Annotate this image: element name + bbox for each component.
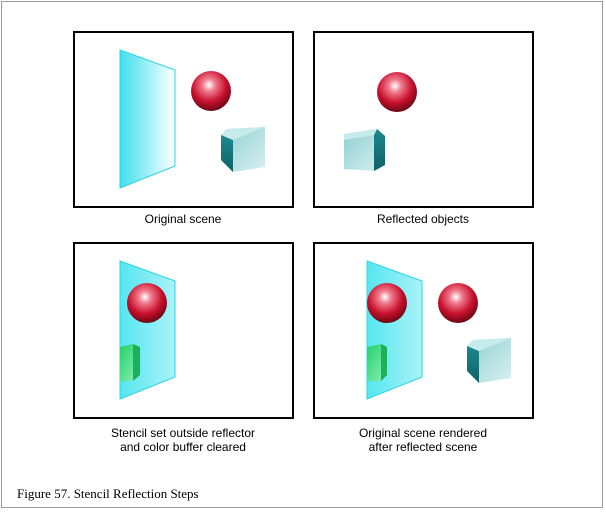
caption-original-scene: Original scene	[144, 212, 222, 226]
panel-stencil-cleared	[73, 242, 294, 419]
reflected-cube-clipped	[367, 344, 387, 381]
reflected-sphere	[367, 283, 407, 323]
teal-cube	[221, 127, 265, 172]
caption-reflected-objects: Reflected objects	[376, 212, 470, 226]
reflected-sphere	[127, 283, 167, 323]
reflected-cube	[344, 129, 385, 171]
figure-frame	[1, 1, 603, 508]
panel-reflected-objects	[313, 31, 534, 208]
figure-caption: Figure 57. Stencil Reflection Steps	[17, 486, 199, 501]
reflected-sphere	[377, 72, 417, 112]
panel-original-scene	[73, 31, 294, 208]
panel-final-scene	[313, 242, 534, 419]
teal-cube	[467, 338, 511, 383]
reflected-cube-clipped	[120, 344, 140, 381]
caption-final-scene: Original scene rendered after reflected …	[358, 426, 488, 454]
caption-stencil-cleared: Stencil set outside reflector and color …	[110, 426, 256, 454]
red-sphere	[438, 283, 478, 323]
red-sphere	[191, 71, 231, 111]
mirror-reflector	[119, 49, 176, 189]
